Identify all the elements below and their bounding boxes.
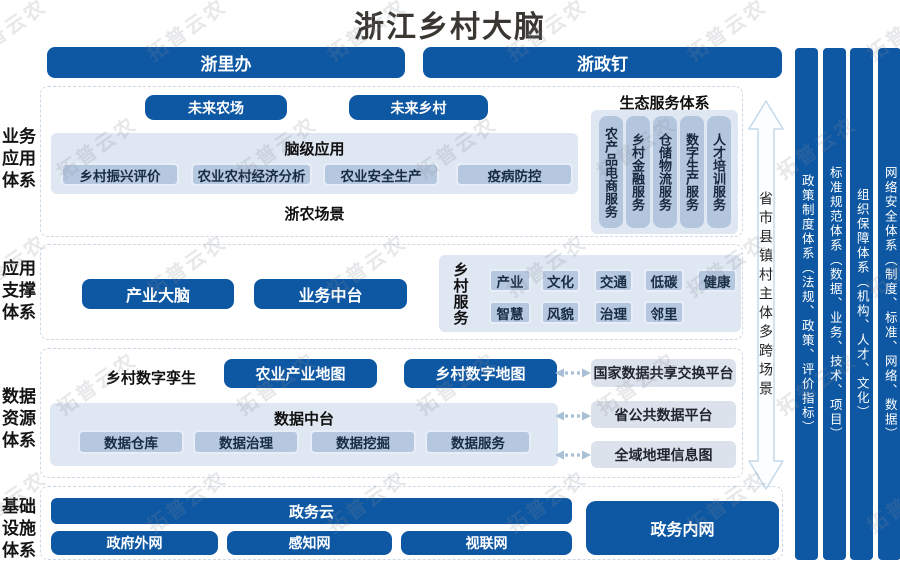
eco-service-chip-label: 农产品电商服务 [603,126,618,218]
layer-label-line: 业务 [2,127,36,146]
digital-twin-label: 乡村数字孪生 [105,370,196,387]
rural-services-panel: 乡村服务 产业 文化 交通 低碳 健康 智慧 风貌 治理 邻里 [439,255,741,332]
policy-system-bar: 政策制度体系（法规、政策、评价指标） [795,48,818,560]
village-digital-map-block: 乡村数字地图 [404,359,557,388]
rural-service-chip-lowcarbon: 低碳 [644,269,684,292]
policy-system-bar-label: 政策制度体系（法规、政策、评价指标） [799,173,814,435]
layer-label-line: 应用 [2,149,36,168]
standard-system-bar: 标准规范体系（数据、业务、技术、项目） [823,48,846,560]
eco-service-chip-1: 乡村金融服务 [625,116,650,228]
exchange-arrow-icon [555,450,591,460]
layer-label-line: 资源 [2,409,36,428]
rural-service-chip-traffic: 交通 [594,269,633,292]
geo-information-map-box: 全域地理信息图 [591,441,736,468]
eco-service-chip-label: 人才培训服务 [711,133,726,211]
sensing-network-block: 感知网 [227,531,392,555]
portal-zheliban: 浙里办 [47,47,405,78]
layer-label-data: 数据 资源 体系 [2,386,40,452]
video-network-block: 视联网 [401,531,572,555]
multi-cross-scene-label-wrap: 省市县镇村主体多跨场景 [747,99,785,491]
gov-cloud-block: 政务云 [51,498,572,524]
future-farm-block: 未来农场 [145,95,287,120]
data-platform-title: 数据中台 [273,411,334,428]
page-title: 浙江乡村大脑 [354,11,546,44]
data-chip-service: 数据服务 [425,430,531,454]
double-arrow-icon [748,100,784,490]
industry-brain-block: 产业大脑 [82,279,234,309]
eco-services-panel: 农产品电商服务 乡村金融服务 仓储物流服务 数字生产服务 人才培训服务 [591,110,738,234]
data-chip-warehouse: 数据仓库 [78,430,184,454]
ag-industry-map-block: 农业产业地图 [224,359,377,388]
network-security-system-bar-label: 网络安全体系（制度、标准、网络、数据） [882,166,897,442]
eco-service-chip-4: 人才培训服务 [706,116,731,228]
rural-service-chip-culture: 文化 [541,269,580,292]
future-village-block: 未来乡村 [349,95,488,120]
brain-app-chip-1: 农业农村经济分析 [191,163,312,186]
eco-service-chip-label: 仓储物流服务 [657,133,672,211]
brain-apps-title: 脑级应用 [284,141,345,158]
eco-service-chip-label: 数字生产服务 [684,133,699,211]
rural-service-chip-style: 风貌 [541,301,580,324]
multi-cross-scene-label: 省市县镇村主体多跨场景 [758,190,774,400]
data-chip-governance: 数据治理 [193,430,299,454]
zhenong-scene-label: 浙农场景 [284,206,345,223]
rural-service-chip-neighbor: 邻里 [644,301,684,324]
standard-system-bar-label: 标准规范体系（数据、业务、技术、项目） [827,166,842,442]
gov-intranet-block: 政务内网 [586,501,779,555]
organization-system-bar-label: 组织保障体系（机构、人才、文化） [854,188,869,420]
exchange-arrow-icon [555,411,591,421]
provincial-data-platform-box: 省公共数据平台 [591,401,736,428]
layer-label-line: 支撑 [2,281,36,300]
rural-services-title-wrap: 乡村服务 [449,255,471,332]
layer-label-line: 应用 [2,259,36,278]
national-data-platform-box: 国家数据共享交换平台 [591,359,736,387]
layer-label-line: 体系 [2,303,36,322]
rural-service-chip-health: 健康 [697,269,737,292]
eco-service-chip-label: 乡村金融服务 [630,133,645,211]
rural-service-chip-smart: 智慧 [489,301,531,324]
brain-app-chip-2: 农业安全生产 [323,163,439,186]
layer-label-business: 业务 应用 体系 [2,126,40,192]
rural-services-title: 乡村服务 [451,261,469,326]
layer-label-line: 体系 [2,171,36,190]
layer-label-infra: 基础 设施 体系 [2,496,40,562]
eco-services-title: 生态服务体系 [619,95,710,112]
rural-service-chip-industry: 产业 [489,269,531,292]
layer-label-line: 数据 [2,387,36,406]
business-platform-block: 业务中台 [254,279,407,309]
data-platform-panel: 数据中台 数据仓库 数据治理 数据挖掘 数据服务 [50,403,558,466]
gov-extranet-block: 政府外网 [51,531,218,555]
brain-app-chip-3: 疫病防控 [456,163,573,186]
section-data-resource: 乡村数字孪生 农业产业地图 乡村数字地图 数据中台 数据仓库 数据治理 数据挖掘… [40,348,743,478]
network-security-system-bar: 网络安全体系（制度、标准、网络、数据） [878,48,900,560]
exchange-arrow-icon [555,368,591,378]
layer-label-support: 应用 支撑 体系 [2,258,40,324]
rural-service-chip-governance: 治理 [594,301,633,324]
multi-cross-scene-arrow: 省市县镇村主体多跨场景 [747,99,785,491]
portal-zhezhengding: 浙政钉 [423,47,782,78]
organization-system-bar: 组织保障体系（机构、人才、文化） [850,48,873,560]
data-chip-mining: 数据挖掘 [310,430,416,454]
eco-service-chip-0: 农产品电商服务 [598,116,623,228]
section-infrastructure: 政务云 政府外网 感知网 视联网 政务内网 [40,486,783,560]
section-business-application: 未来农场 未来乡村 脑级应用 乡村振兴评价 农业农村经济分析 农业安全生产 疫病… [40,86,743,237]
brain-app-chip-0: 乡村振兴评价 [61,163,179,186]
layer-label-line: 基础 [2,497,36,516]
layer-label-line: 设施 [2,519,36,538]
eco-service-chip-2: 仓储物流服务 [652,116,677,228]
section-application-support: 产业大脑 业务中台 乡村服务 产业 文化 交通 低碳 健康 智慧 风貌 治理 邻… [40,244,743,340]
brain-apps-panel: 脑级应用 乡村振兴评价 农业农村经济分析 农业安全生产 疫病防控 [51,133,578,194]
layer-label-line: 体系 [2,431,36,450]
layer-label-line: 体系 [2,541,36,560]
eco-service-chip-3: 数字生产服务 [679,116,704,228]
